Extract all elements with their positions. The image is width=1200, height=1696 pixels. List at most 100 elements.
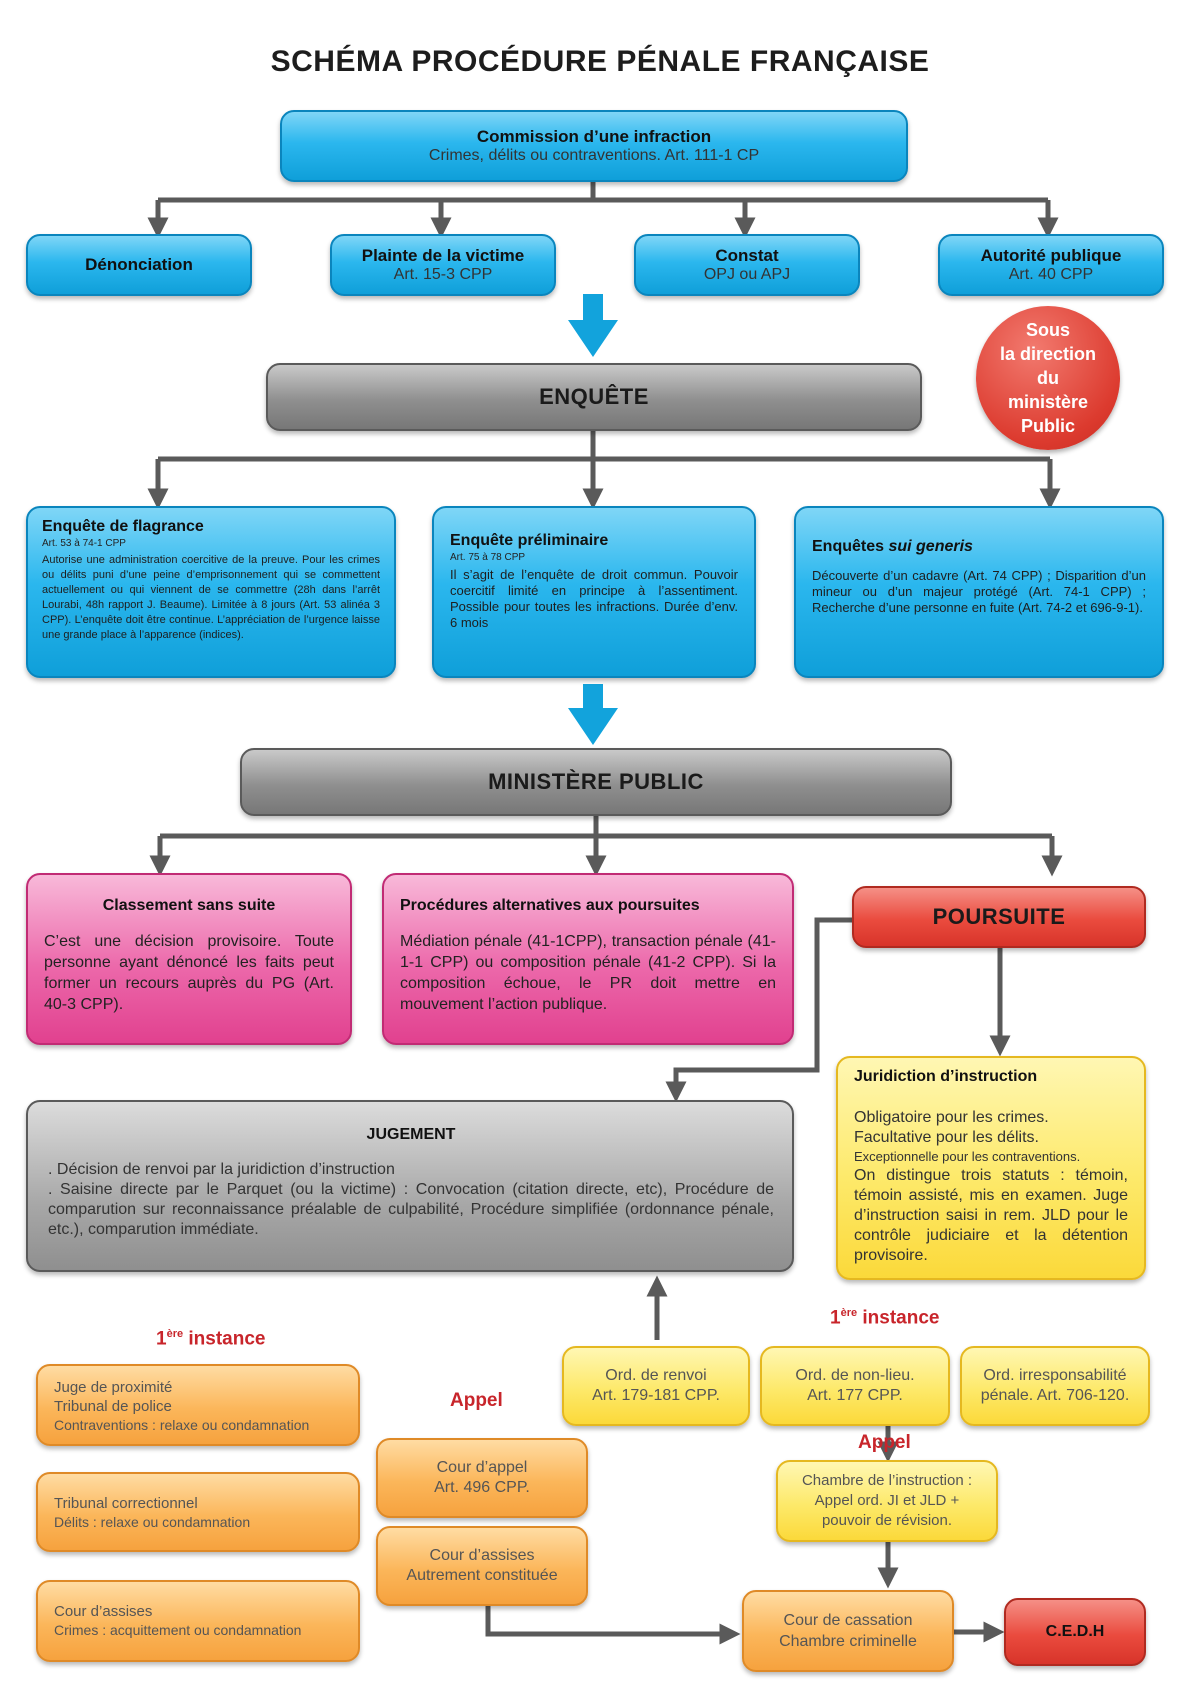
classement-text: C’est une décision provisoire. Toute per… <box>44 933 334 1013</box>
instruction-l2: Facultative pour les délits. <box>854 1129 1039 1146</box>
ord-line: pénale. Art. 706-120. <box>980 1387 1130 1404</box>
instance-assises-box: Cour d’assises Crimes : acquittement ou … <box>36 1580 360 1662</box>
label-instance-num: 1 <box>830 1307 841 1329</box>
badge-line: ministère <box>1007 392 1089 412</box>
ord-line: Ord. irresponsabilité <box>983 1367 1127 1384</box>
classement-title: Classement sans suite <box>102 897 276 914</box>
ministere-box: MINISTÈRE PUBLIC <box>240 748 952 816</box>
flagrance-art: Art. 53 à 74-1 CPP <box>42 538 126 549</box>
alternatives-text: Médiation pénale (41-1CPP), transaction … <box>400 933 776 1013</box>
generis-title: Enquêtes sui generis <box>812 538 1146 556</box>
chambre-line: pouvoir de révision. <box>821 1512 953 1529</box>
generis-title-b: sui generis <box>888 538 973 555</box>
poursuite-title: POURSUITE <box>932 904 1066 929</box>
label-instance-word: instance <box>857 1307 940 1329</box>
source-plainte: Plainte de la victime Art. 15-3 CPP <box>330 234 556 296</box>
instance-line: Tribunal de police <box>54 1398 172 1415</box>
label-appel: Appel <box>450 1390 503 1411</box>
instance-line: Tribunal correctionnel <box>54 1495 198 1512</box>
instruction-l3: Exceptionnelle pour les contraventions. <box>854 1149 1081 1164</box>
badge-line: Sous <box>1025 320 1070 340</box>
ord-line: Art. 179-181 CPP. <box>592 1387 720 1404</box>
badge-line: du <box>1037 368 1059 388</box>
commission-title: Commission d’une infraction <box>476 127 712 146</box>
badge-line: la direction <box>999 344 1097 364</box>
instance-line: Crimes : acquittement ou condamnation <box>54 1622 302 1638</box>
label-instance-word: instance <box>183 1328 266 1350</box>
instance-line: Juge de proximité <box>54 1379 173 1396</box>
source-constat: Constat OPJ ou APJ <box>634 234 860 296</box>
label-appel-2: Appel <box>858 1432 911 1453</box>
ord-nonlieu-box: Ord. de non-lieu. Art. 177 CPP. <box>760 1346 950 1426</box>
cassation-line: Chambre criminelle <box>779 1633 917 1650</box>
cassation-line: Cour de cassation <box>783 1612 913 1629</box>
label-instance-sup: ère <box>840 1307 858 1319</box>
label-instance-num: 1 <box>156 1328 167 1350</box>
label-premiere-instance: 1ère instance <box>156 1328 265 1350</box>
source-title: Constat <box>715 246 779 265</box>
jugement-line1: . Décision de renvoi par la juridiction … <box>48 1161 395 1178</box>
instance-line: Contraventions : relaxe ou condamnation <box>54 1417 310 1433</box>
instruction-l1: Obligatoire pour les crimes. <box>854 1109 1049 1126</box>
appel-line: Cour d’assises <box>429 1547 535 1564</box>
source-title: Dénonciation <box>85 255 193 274</box>
ord-line: Art. 177 CPP. <box>807 1387 903 1404</box>
ord-line: Ord. de renvoi <box>605 1367 707 1384</box>
page-title: SCHÉMA PROCÉDURE PÉNALE FRANÇAISE <box>270 45 930 78</box>
commission-sub: Crimes, délits ou contraventions. Art. 1… <box>428 147 760 164</box>
direction-badge: Sous la direction du ministère Public <box>976 306 1120 450</box>
jugement-title: JUGEMENT <box>366 1126 456 1143</box>
label-premiere-instance-2: 1ère instance <box>830 1307 939 1329</box>
generis-title-a: Enquêtes <box>812 538 889 555</box>
appel-line: Cour d’appel <box>436 1459 528 1476</box>
chambre-line: Appel ord. JI et JLD + <box>814 1492 960 1509</box>
label-instance-sup: ère <box>166 1328 184 1340</box>
instruction-l4: On distingue trois statuts : témoin, tém… <box>854 1167 1128 1264</box>
appel-assises-box: Cour d’assises Autrement constituée <box>376 1526 588 1606</box>
instance-police-box: Juge de proximité Tribunal de police Con… <box>36 1364 360 1446</box>
chambre-line: Chambre de l’instruction : <box>801 1472 973 1489</box>
commission-box: Commission d’une infraction Crimes, déli… <box>280 110 908 182</box>
source-title: Plainte de la victime <box>361 246 525 265</box>
flagrance-text: Autorise une administration coercitive d… <box>42 554 380 641</box>
flagrance-title: Enquête de flagrance <box>42 518 204 535</box>
cedh-box: C.E.D.H <box>1004 1598 1146 1666</box>
enquete-box: ENQUÊTE <box>266 363 922 431</box>
poursuite-box: POURSUITE <box>852 886 1146 948</box>
cedh-label: C.E.D.H <box>1045 1623 1105 1640</box>
appel-line: Art. 496 CPP. <box>434 1479 530 1496</box>
ministere-title: MINISTÈRE PUBLIC <box>488 769 704 794</box>
enquete-title: ENQUÊTE <box>539 384 649 409</box>
source-sub: Art. 40 CPP <box>1008 266 1094 283</box>
enquete-preliminaire-box: Enquête préliminaire Art. 75 à 78 CPP Il… <box>432 506 756 678</box>
generis-text: Découverte d’un cadavre (Art. 74 CPP) ; … <box>812 568 1146 615</box>
preliminaire-title: Enquête préliminaire <box>450 532 609 549</box>
preliminaire-art: Art. 75 à 78 CPP <box>450 552 526 563</box>
source-title: Autorité publique <box>980 246 1122 265</box>
chambre-box: Chambre de l’instruction : Appel ord. JI… <box>776 1460 998 1542</box>
instruction-title: Juridiction d’instruction <box>854 1068 1038 1085</box>
instance-line: Cour d’assises <box>54 1603 153 1620</box>
appel-line: Autrement constituée <box>406 1567 558 1584</box>
source-denonciation: Dénonciation <box>26 234 252 296</box>
source-sub: Art. 15-3 CPP <box>393 266 493 283</box>
classement-box: Classement sans suite C’est une décision… <box>26 873 352 1045</box>
badge-line: Public <box>1020 416 1075 436</box>
alternatives-box: Procédures alternatives aux poursuites M… <box>382 873 794 1045</box>
enquete-generis-box: Enquêtes sui generis Découverte d’un cad… <box>794 506 1164 678</box>
jugement-box: JUGEMENT . Décision de renvoi par la jur… <box>26 1100 794 1272</box>
source-autorite: Autorité publique Art. 40 CPP <box>938 234 1164 296</box>
jugement-line2: . Saisine directe par le Parquet (ou la … <box>48 1181 774 1238</box>
cassation-box: Cour de cassation Chambre criminelle <box>742 1590 954 1672</box>
instruction-box: Juridiction d’instruction Obligatoire po… <box>836 1056 1146 1280</box>
instance-line: Délits : relaxe ou condamnation <box>54 1514 251 1530</box>
ord-renvoi-box: Ord. de renvoi Art. 179-181 CPP. <box>562 1346 750 1426</box>
appel-cour-box: Cour d’appel Art. 496 CPP. <box>376 1438 588 1518</box>
source-sub: OPJ ou APJ <box>703 266 791 283</box>
preliminaire-text: Il s’agit de l’enquête de droit commun. … <box>450 567 738 630</box>
instance-correctionnel-box: Tribunal correctionnel Délits : relaxe o… <box>36 1472 360 1552</box>
enquete-flagrance-box: Enquête de flagrance Art. 53 à 74-1 CPP … <box>26 506 396 678</box>
ord-irresponsabilite-box: Ord. irresponsabilité pénale. Art. 706-1… <box>960 1346 1150 1426</box>
